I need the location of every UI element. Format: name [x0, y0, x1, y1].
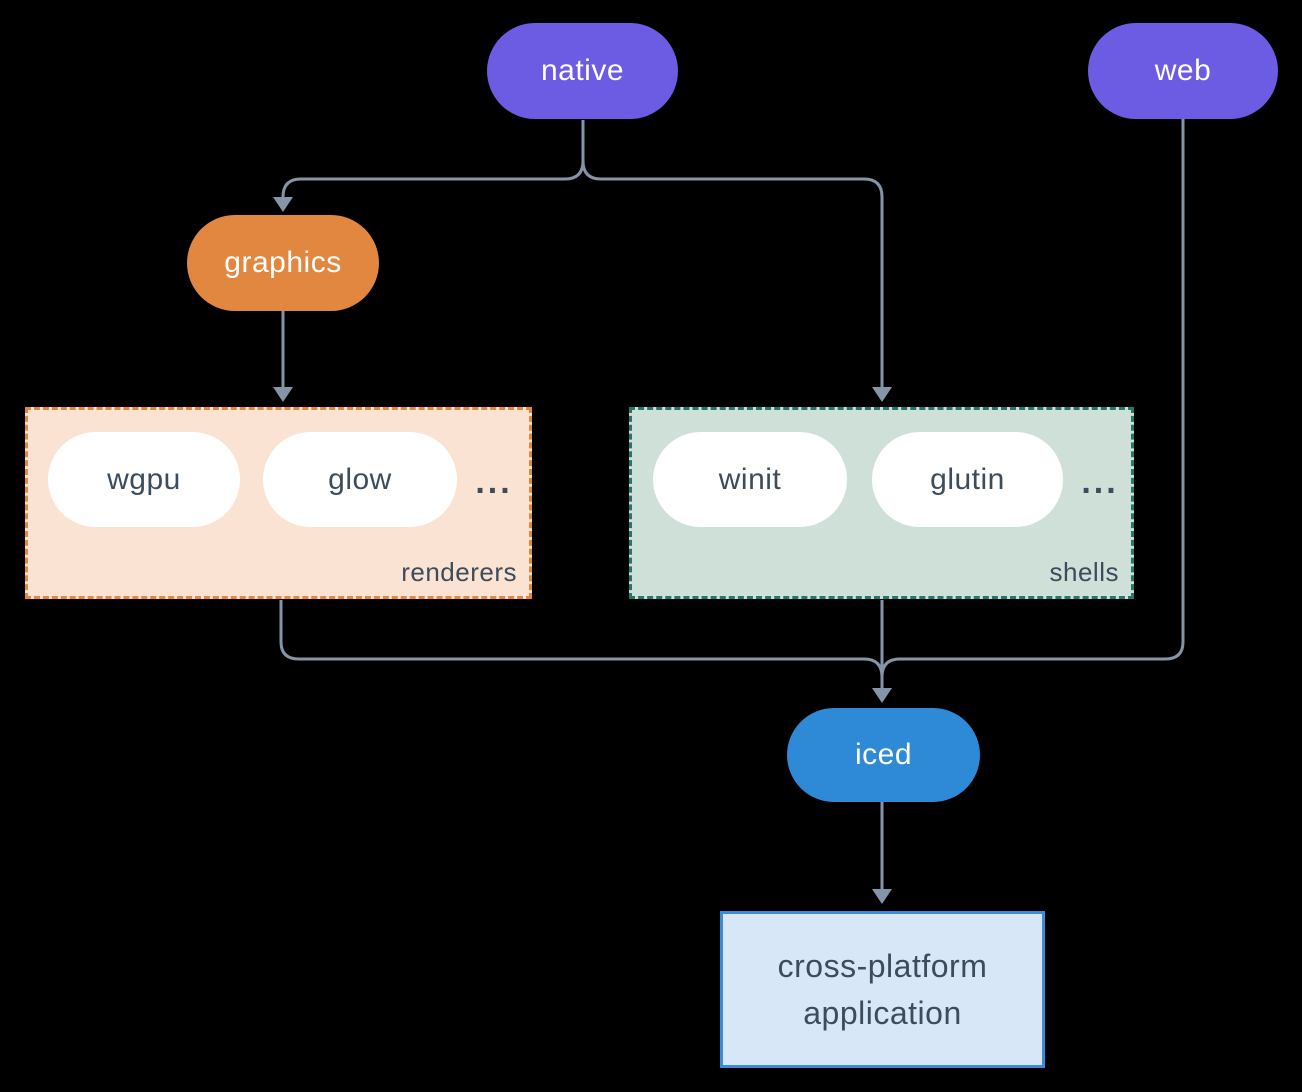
app-box-line1: cross-platform — [777, 947, 988, 984]
node-web-label: web — [1154, 54, 1212, 87]
arrowhead-iced — [872, 688, 892, 703]
arrowhead-graphics — [273, 197, 293, 212]
node-glow-label: glow — [328, 462, 392, 496]
node-winit-label: winit — [718, 462, 782, 496]
node-winit: winit — [653, 432, 847, 527]
shells-group-label: shells — [1049, 557, 1119, 587]
node-glow: glow — [263, 432, 457, 527]
edge-renderers-iced — [279, 600, 884, 678]
renderers-group-label: renderers — [401, 557, 517, 587]
arrowhead-app — [872, 889, 892, 904]
node-glutin-label: glutin — [930, 462, 1005, 496]
shells-ellipsis: ... — [1081, 462, 1119, 501]
node-graphics-label: graphics — [224, 246, 342, 279]
edge-web-iced — [880, 119, 1185, 678]
node-native: native — [487, 23, 678, 119]
edge-native-graphics — [281, 120, 585, 198]
app-box-line2: application — [803, 994, 962, 1031]
node-wgpu: wgpu — [48, 432, 240, 527]
arrowhead-renderers — [273, 387, 293, 402]
renderers-ellipsis: ... — [475, 462, 513, 501]
node-native-label: native — [540, 54, 625, 87]
arrowhead-shells — [872, 387, 892, 402]
node-wgpu-label: wgpu — [107, 462, 181, 496]
node-iced-label: iced — [854, 738, 913, 771]
node-graphics: graphics — [187, 215, 379, 311]
node-iced: iced — [787, 708, 980, 802]
cross-platform-application-box: cross-platform application — [720, 911, 1045, 1068]
node-glutin: glutin — [872, 432, 1063, 527]
edge-native-shells — [581, 120, 884, 388]
node-web: web — [1088, 23, 1278, 119]
